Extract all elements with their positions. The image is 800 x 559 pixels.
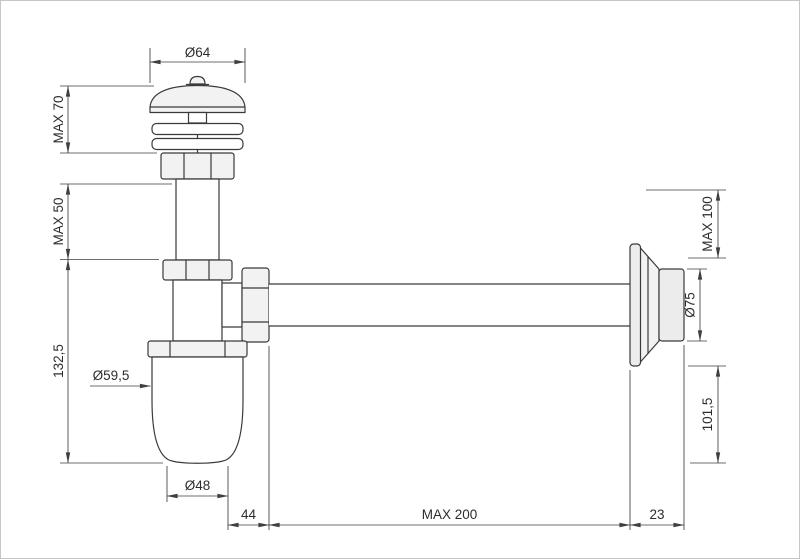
connector-stub bbox=[221, 282, 243, 328]
flange-cone bbox=[639, 246, 660, 364]
compression-nut bbox=[241, 267, 270, 343]
dim-wall-top: MAX 100 bbox=[646, 189, 726, 259]
nut-facets bbox=[185, 259, 210, 281]
flange-dome bbox=[149, 84, 246, 114]
dim-label-max50: MAX 50 bbox=[51, 197, 66, 245]
wall-flange bbox=[629, 243, 685, 367]
dim-cup-diameter: Ø59,5 bbox=[90, 368, 151, 389]
dim-label-dia59-5: Ø59,5 bbox=[93, 368, 130, 383]
dim-bottom-row: 44 MAX 200 23 bbox=[227, 345, 685, 530]
upper-lock-nut bbox=[160, 152, 235, 180]
flange-neck bbox=[187, 111, 208, 124]
pipe-fill bbox=[269, 284, 636, 326]
extension-lines bbox=[268, 345, 685, 530]
dim-trap-height: 132,5 bbox=[51, 259, 163, 464]
washer bbox=[151, 122, 244, 136]
cup-coupling-ring bbox=[147, 340, 248, 358]
ring-body bbox=[147, 340, 248, 358]
nut-facets bbox=[241, 287, 270, 323]
trap-cup bbox=[151, 356, 244, 464]
outlet-connector bbox=[221, 267, 270, 343]
dim-label-max100: MAX 100 bbox=[700, 196, 715, 252]
extension-lines bbox=[60, 85, 157, 154]
dim-label-max70: MAX 70 bbox=[51, 95, 66, 143]
ring-facets bbox=[169, 340, 226, 358]
dim-label-dia64: Ø64 bbox=[185, 45, 211, 60]
washer bbox=[151, 137, 244, 151]
dim-label-44: 44 bbox=[241, 507, 257, 522]
nut-facets bbox=[183, 152, 212, 180]
washers bbox=[151, 122, 244, 151]
dim-top-diameter: Ø64 bbox=[149, 45, 246, 83]
dim-label-23: 23 bbox=[649, 507, 664, 522]
dim-label-101-5: 101,5 bbox=[700, 398, 715, 432]
screw-icon bbox=[185, 75, 210, 86]
dim-label-max200: MAX 200 bbox=[422, 507, 478, 522]
dim-flange-height: MAX 70 bbox=[51, 85, 157, 154]
dim-cup-bottom-diameter: Ø48 bbox=[166, 466, 229, 530]
tailpiece-tube bbox=[175, 178, 220, 261]
nut-body bbox=[160, 152, 235, 180]
outlet-pipe bbox=[268, 283, 637, 327]
dim-label-132-5: 132,5 bbox=[51, 344, 66, 378]
extension-lines bbox=[166, 466, 229, 530]
extension-lines bbox=[60, 183, 172, 260]
dim-tailpiece-length: MAX 50 bbox=[51, 183, 172, 260]
trap-body bbox=[172, 279, 223, 342]
nut-body bbox=[162, 259, 233, 281]
dim-label-dia75: Ø75 bbox=[683, 292, 698, 318]
flange-lip bbox=[629, 243, 642, 367]
extension-lines bbox=[687, 268, 707, 342]
wall-stub bbox=[658, 268, 685, 342]
dim-label-dia48: Ø48 bbox=[185, 478, 211, 493]
body-tube bbox=[172, 279, 223, 342]
dim-wall-diameter: Ø75 bbox=[683, 268, 707, 342]
drain-flange-assembly bbox=[149, 75, 246, 154]
pipe-walls bbox=[268, 283, 637, 327]
trap-inlet-nut bbox=[162, 259, 233, 281]
dim-outlet-height: 101,5 bbox=[688, 365, 726, 464]
inlet-tailpiece bbox=[175, 178, 220, 261]
cup-outline bbox=[151, 356, 244, 464]
extension-lines bbox=[149, 48, 246, 83]
